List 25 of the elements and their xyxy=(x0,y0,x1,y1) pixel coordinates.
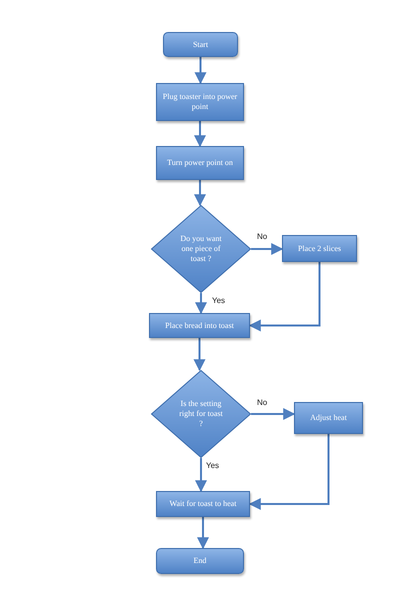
arrow xyxy=(195,293,207,314)
decision-diamond: Do you want one piece of toast ? xyxy=(151,205,251,293)
arrow xyxy=(197,517,209,550)
arrow xyxy=(194,121,206,148)
edge-label: No xyxy=(256,233,268,241)
arrow xyxy=(248,434,330,510)
arrow xyxy=(194,180,206,206)
process-box: Place bread into toast xyxy=(149,313,250,338)
process-box: Wait for toast to heat xyxy=(156,491,250,517)
arrow xyxy=(194,57,206,84)
terminal-box: End xyxy=(156,548,244,574)
process-box: Adjust heat xyxy=(294,402,363,434)
process-box: Turn power point on xyxy=(156,146,244,180)
arrow xyxy=(248,262,320,332)
process-box: Plug toaster into power point xyxy=(156,83,244,121)
terminal-box: Start xyxy=(163,32,238,57)
decision-diamond: Is the setting right for toast ? xyxy=(151,370,251,458)
arrow xyxy=(251,243,284,255)
edge-label: Yes xyxy=(205,462,220,470)
arrow xyxy=(194,338,206,372)
arrow xyxy=(195,458,207,492)
edge-label: No xyxy=(256,399,268,407)
edge-label: Yes xyxy=(211,297,226,305)
process-box: Place 2 slices xyxy=(282,235,357,262)
arrow xyxy=(251,408,296,420)
